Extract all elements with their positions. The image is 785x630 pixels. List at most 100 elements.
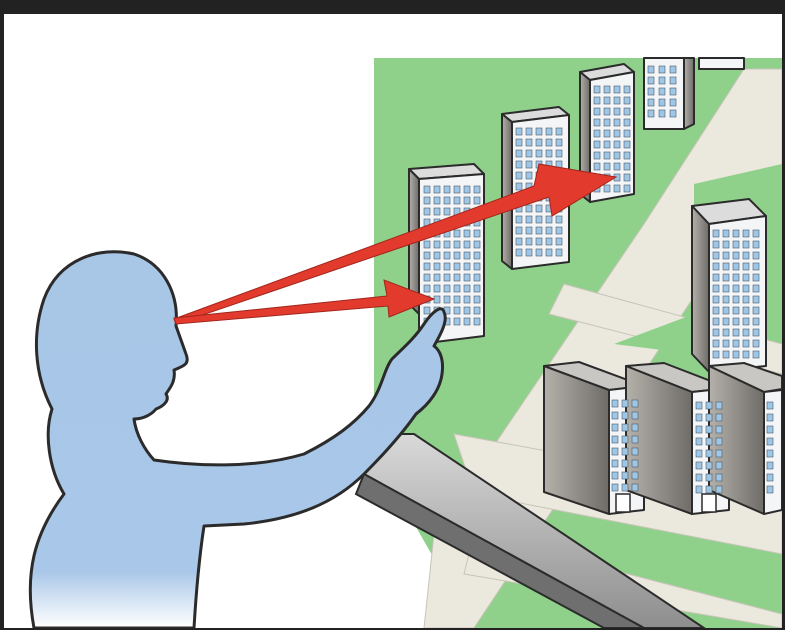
window	[752, 295, 760, 304]
window	[705, 449, 713, 458]
window	[593, 151, 601, 160]
window	[535, 127, 543, 136]
window	[611, 423, 619, 432]
window	[722, 306, 730, 315]
window	[742, 306, 750, 315]
window	[712, 229, 720, 238]
window	[611, 435, 619, 444]
window	[603, 85, 611, 94]
window	[443, 262, 451, 271]
window	[732, 273, 740, 282]
window	[722, 339, 730, 348]
window	[658, 87, 666, 96]
window	[433, 251, 441, 260]
window	[603, 107, 611, 116]
window	[423, 273, 431, 282]
window	[545, 215, 553, 224]
window	[752, 350, 760, 359]
window	[423, 240, 431, 249]
window	[525, 171, 533, 180]
window	[623, 96, 631, 105]
window	[722, 350, 730, 359]
window	[722, 295, 730, 304]
window	[742, 317, 750, 326]
window	[555, 149, 563, 158]
window	[742, 240, 750, 249]
window	[453, 240, 461, 249]
window	[766, 473, 774, 482]
window	[621, 399, 629, 408]
window	[712, 350, 720, 359]
window	[732, 251, 740, 260]
window	[752, 317, 760, 326]
window	[613, 140, 621, 149]
grass-patch	[614, 314, 694, 354]
window	[463, 196, 471, 205]
window	[712, 295, 720, 304]
window	[463, 273, 471, 282]
window	[712, 284, 720, 293]
window	[623, 184, 631, 193]
window	[732, 339, 740, 348]
window	[535, 248, 543, 257]
window	[722, 229, 730, 238]
window	[658, 65, 666, 74]
window	[732, 240, 740, 249]
window	[647, 109, 655, 118]
window	[603, 151, 611, 160]
window	[647, 65, 655, 74]
window	[732, 328, 740, 337]
window	[752, 262, 760, 271]
window	[613, 96, 621, 105]
window	[433, 284, 441, 293]
window	[695, 425, 703, 434]
window	[732, 295, 740, 304]
window	[613, 129, 621, 138]
window	[752, 284, 760, 293]
window	[752, 251, 760, 260]
window	[453, 185, 461, 194]
window	[647, 87, 655, 96]
window	[555, 237, 563, 246]
window	[515, 215, 523, 224]
window	[545, 149, 553, 158]
window	[515, 171, 523, 180]
window	[515, 248, 523, 257]
window	[766, 425, 774, 434]
window	[712, 317, 720, 326]
window	[603, 96, 611, 105]
window	[722, 262, 730, 271]
window	[695, 401, 703, 410]
window	[555, 138, 563, 147]
window	[669, 109, 677, 118]
window	[453, 251, 461, 260]
window	[621, 459, 629, 468]
window	[611, 411, 619, 420]
window	[525, 248, 533, 257]
window	[463, 229, 471, 238]
window	[593, 96, 601, 105]
window	[555, 215, 563, 224]
window	[453, 306, 461, 315]
pointing-arrow-icon	[173, 279, 436, 325]
window	[752, 328, 760, 337]
window	[535, 215, 543, 224]
window	[611, 483, 619, 492]
window	[705, 413, 713, 422]
window	[443, 185, 451, 194]
window	[611, 471, 619, 480]
window	[712, 262, 720, 271]
window	[515, 226, 523, 235]
window	[712, 306, 720, 315]
window	[631, 399, 639, 408]
window	[593, 129, 601, 138]
window	[705, 461, 713, 470]
window	[433, 295, 441, 304]
window	[453, 295, 461, 304]
window	[715, 461, 723, 470]
window	[555, 127, 563, 136]
window	[473, 284, 481, 293]
window	[623, 85, 631, 94]
window	[752, 306, 760, 315]
window	[473, 295, 481, 304]
